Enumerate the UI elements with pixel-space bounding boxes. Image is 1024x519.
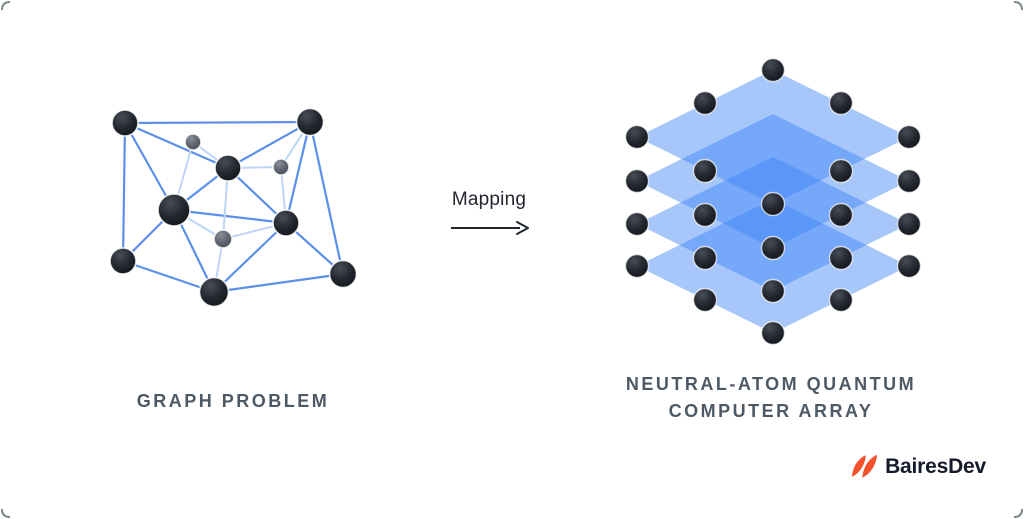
lattice-atom	[828, 158, 854, 184]
graph-node	[111, 109, 139, 137]
right-figure-caption-line2: COMPUTER ARRAY	[668, 401, 874, 421]
graph-node	[295, 107, 325, 137]
lattice-atom	[760, 57, 786, 83]
corner-arc-bottom-left	[1, 508, 11, 518]
left-figure-caption: GRAPH PROBLEM	[136, 391, 330, 411]
graph-node	[328, 259, 358, 289]
lattice-atom	[624, 211, 650, 237]
lattice-atom	[828, 202, 854, 228]
graph-edge	[121, 122, 127, 262]
graph-node	[184, 133, 202, 151]
lattice-atom	[760, 191, 786, 217]
lattice-atom	[828, 90, 854, 116]
graph-node	[214, 154, 242, 182]
lattice-atom	[896, 124, 922, 150]
lattice-atom	[692, 90, 718, 116]
graph-edge	[173, 208, 287, 225]
graph-node	[198, 276, 230, 308]
graph-edge	[213, 222, 287, 293]
graph-edge	[213, 272, 344, 294]
lattice-atom	[624, 124, 650, 150]
lattice-atom	[692, 287, 718, 313]
graph-node	[157, 193, 191, 227]
lattice-atom	[760, 235, 786, 261]
lattice-atom	[692, 158, 718, 184]
graph-node	[213, 229, 233, 249]
graph-edge	[227, 121, 311, 169]
lattice-atom	[624, 168, 650, 194]
bairesdev-logomark-icon	[851, 454, 878, 478]
graph-node	[109, 247, 137, 275]
mapping-label: Mapping	[451, 189, 527, 210]
graph-edge	[124, 120, 311, 125]
lattice-atom	[692, 245, 718, 271]
corner-arc-bottom-right	[1013, 508, 1023, 518]
lattice-atom	[760, 320, 786, 346]
graph-node	[272, 158, 290, 176]
graph-edge	[124, 121, 229, 170]
lattice-atom	[624, 253, 650, 279]
lattice-atom	[760, 278, 786, 304]
lattice-atom	[828, 287, 854, 313]
lattice-atom	[896, 168, 922, 194]
lattice-atom	[896, 211, 922, 237]
bairesdev-logo-text: BairesDev	[885, 454, 986, 478]
corner-arc-top-left	[1, 1, 11, 11]
corner-arc-top-right	[1013, 1, 1023, 11]
lattice-atom	[828, 245, 854, 271]
lattice-atom	[692, 202, 718, 228]
right-figure-caption: NEUTRAL-ATOM QUANTUM COMPUTER ARRAY	[611, 371, 931, 425]
right-figure-caption-line1: NEUTRAL-ATOM QUANTUM	[625, 374, 917, 394]
graph-edge	[308, 121, 345, 275]
bairesdev-logo: BairesDev	[851, 453, 986, 480]
mapping-arrow-head	[516, 221, 529, 235]
graph-edge	[284, 121, 312, 224]
graph-edge	[122, 259, 215, 294]
graph-node	[272, 209, 300, 237]
lattice-atom	[896, 253, 922, 279]
